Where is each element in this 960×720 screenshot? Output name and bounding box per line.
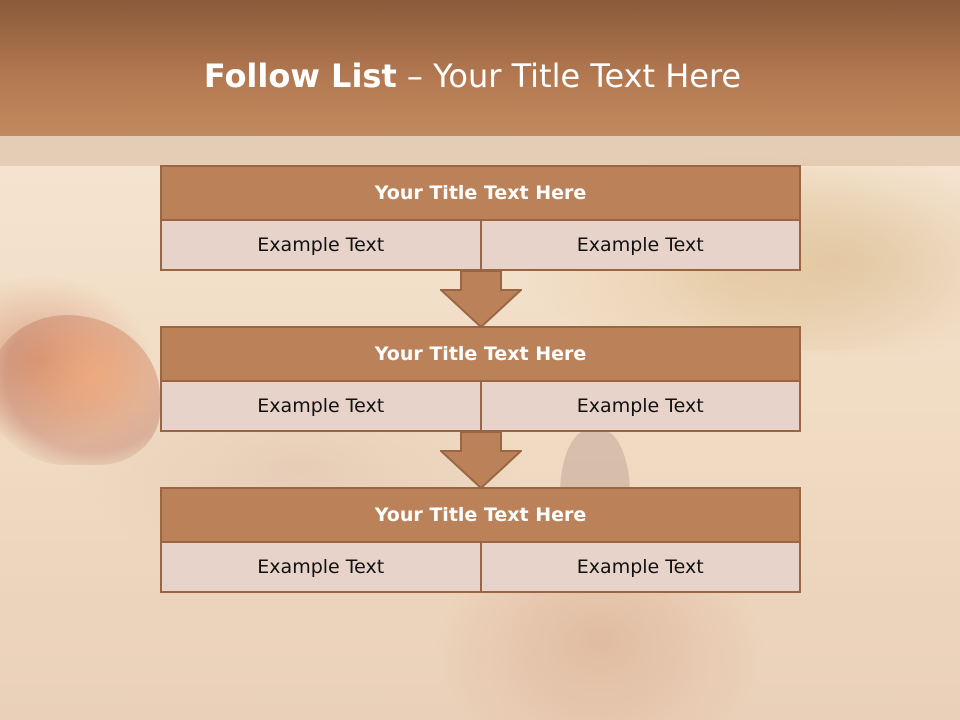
down-arrow-icon (440, 431, 522, 489)
slide-title-rest: – Your Title Text Here (396, 57, 742, 95)
block-title: Your Title Text Here (160, 165, 801, 221)
block-cell-right: Example Text (481, 221, 801, 271)
slide-title: Follow List – Your Title Text Here (0, 52, 945, 100)
list-block-3: Your Title Text Here Example Text Exampl… (160, 487, 801, 593)
header-shadow-band (0, 136, 960, 166)
block-cell-left: Example Text (160, 543, 482, 593)
block-cell-left: Example Text (160, 221, 482, 271)
block-cell-left: Example Text (160, 382, 482, 432)
background-rock (0, 315, 160, 465)
slide-title-bold: Follow List (203, 57, 397, 95)
slide-header: Follow List – Your Title Text Here (0, 0, 960, 136)
block-title: Your Title Text Here (160, 487, 801, 543)
block-title: Your Title Text Here (160, 326, 801, 382)
block-row: Example Text Example Text (160, 543, 801, 593)
down-arrow-icon (440, 270, 522, 328)
block-cell-right: Example Text (481, 543, 801, 593)
block-row: Example Text Example Text (160, 221, 801, 271)
list-block-2: Your Title Text Here Example Text Exampl… (160, 326, 801, 432)
list-block-1: Your Title Text Here Example Text Exampl… (160, 165, 801, 271)
block-cell-right: Example Text (481, 382, 801, 432)
block-row: Example Text Example Text (160, 382, 801, 432)
